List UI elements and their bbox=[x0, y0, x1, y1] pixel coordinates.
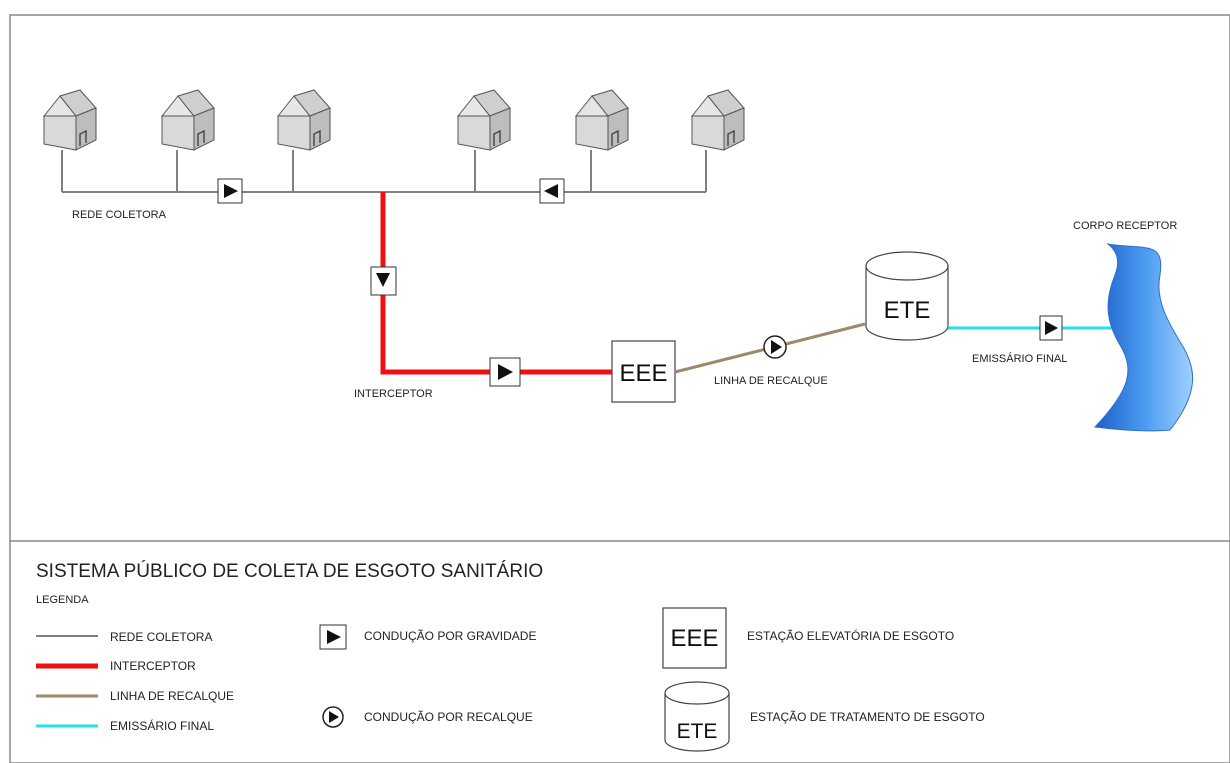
legend-eee-desc: ESTAÇÃO ELEVATÓRIA DE ESGOTO bbox=[747, 628, 954, 643]
gravity-arrow-right-icon bbox=[489, 357, 521, 387]
gravity-arrow-right-icon bbox=[1039, 315, 1063, 341]
legend-linha-de-recalque-label: LINHA DE RECALQUE bbox=[110, 689, 234, 703]
corpo-receptor-river bbox=[1093, 243, 1193, 432]
legend-subtitle: LEGENDA bbox=[36, 594, 89, 606]
outer-frame bbox=[9, 14, 1230, 763]
legend-title: SISTEMA PÚBLICO DE COLETA DE ESGOTO SANI… bbox=[36, 560, 543, 582]
gravity-arrow-left-icon bbox=[539, 178, 565, 204]
legend-ete-text: ETE bbox=[677, 720, 718, 743]
legend-interceptor-label: INTERCEPTOR bbox=[110, 659, 196, 673]
eee-label: EEE bbox=[619, 360, 667, 387]
legend-recalque-label: CONDUÇÃO POR RECALQUE bbox=[364, 710, 533, 724]
house-icon bbox=[43, 89, 97, 151]
interceptor-line bbox=[380, 192, 612, 375]
house-icon bbox=[457, 89, 511, 151]
legend-eee-text: EEE bbox=[670, 625, 718, 652]
house-icon bbox=[575, 89, 629, 151]
legend-ete-icon: ETE bbox=[664, 681, 730, 752]
rede-coletora-network bbox=[61, 150, 707, 193]
ete-label: ETE bbox=[884, 297, 931, 324]
legend-pump-arrow-icon bbox=[322, 706, 344, 728]
house-icon bbox=[277, 89, 331, 151]
interceptor-label: INTERCEPTOR bbox=[354, 388, 433, 400]
linha-de-recalque-label: LINHA DE RECALQUE bbox=[714, 375, 828, 387]
gravity-arrow-right-icon bbox=[217, 178, 243, 204]
rede-coletora-label: REDE COLETORA bbox=[72, 209, 167, 221]
emissario-final-label: EMISSÁRIO FINAL bbox=[972, 352, 1067, 365]
legend-emissario-final-label: EMISSÁRIO FINAL bbox=[110, 718, 214, 733]
house-icon bbox=[161, 89, 215, 151]
legend-eee-icon: EEE bbox=[662, 607, 727, 669]
legend-rede-coletora-label: REDE COLETORA bbox=[110, 630, 212, 644]
corpo-receptor-label: CORPO RECEPTOR bbox=[1073, 220, 1177, 232]
ete-station: ETE bbox=[865, 251, 949, 341]
gravity-arrow-down-icon bbox=[370, 266, 397, 296]
pump-arrow-icon bbox=[763, 335, 787, 359]
legend-gravidade-label: CONDUÇÃO POR GRAVIDADE bbox=[364, 629, 536, 643]
house-icon bbox=[691, 89, 745, 151]
eee-station: EEE bbox=[611, 340, 676, 403]
legend-ete-desc: ESTAÇÃO DE TRATAMENTO DE ESGOTO bbox=[750, 710, 985, 724]
legend-gravity-arrow-icon bbox=[319, 624, 347, 650]
